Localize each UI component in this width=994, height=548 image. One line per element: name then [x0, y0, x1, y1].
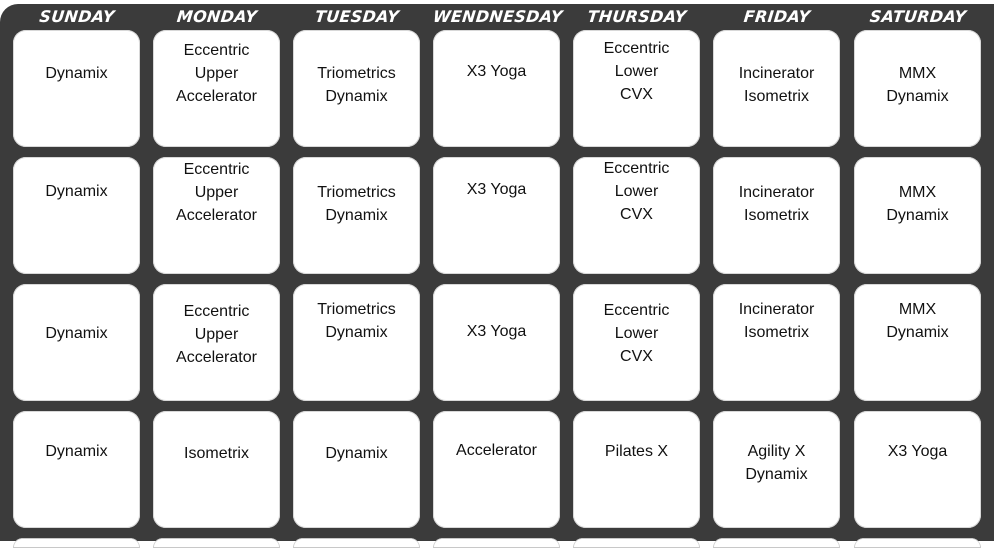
next-row-cell-edge: [713, 538, 840, 548]
workout-cell: Dynamix: [13, 284, 140, 401]
workout-cell: Triometrics Dynamix: [293, 284, 420, 401]
workout-name: Eccentric Upper Accelerator: [176, 303, 257, 366]
workout-name: Dynamix: [45, 443, 108, 460]
workout-name: Incinerator Isometrix: [738, 184, 815, 224]
workout-cell: Isometrix: [153, 411, 280, 528]
workout-name: X3 Yoga: [887, 443, 948, 460]
workout-cell: Incinerator Isometrix: [713, 284, 840, 401]
workout-name: MMX Dynamix: [886, 301, 949, 341]
workout-cell: MMX Dynamix: [854, 30, 981, 147]
workout-cell: Incinerator Isometrix: [713, 157, 840, 274]
workout-cell: Dynamix: [293, 411, 420, 528]
workout-cell: Eccentric Lower CVX: [573, 284, 700, 401]
next-row-cell-edge: [573, 538, 700, 548]
workout-cell: X3 Yoga: [433, 284, 560, 401]
next-row-cell-edge: [13, 538, 140, 548]
workout-name: Incinerator Isometrix: [738, 65, 815, 105]
next-row-cell-edge: [293, 538, 420, 548]
workout-cell: Accelerator: [433, 411, 560, 528]
workout-name: Eccentric Upper Accelerator: [176, 42, 257, 105]
workout-cell: MMX Dynamix: [854, 284, 981, 401]
workout-name: Triometrics Dynamix: [317, 184, 396, 224]
workout-name: Dynamix: [325, 445, 388, 462]
workout-name: MMX Dynamix: [886, 65, 949, 105]
workout-name: Incinerator Isometrix: [738, 301, 815, 341]
workout-name: X3 Yoga: [466, 63, 527, 80]
workout-cell: Dynamix: [13, 30, 140, 147]
workout-cell: Triometrics Dynamix: [293, 30, 420, 147]
workout-cell: Dynamix: [13, 157, 140, 274]
day-header-3: TUESDAY: [314, 7, 400, 26]
day-header-2: MONDAY: [175, 7, 259, 26]
day-header-5: THURSDAY: [586, 7, 688, 26]
workout-name: Dynamix: [45, 325, 108, 342]
workout-name: Dynamix: [45, 65, 108, 82]
workout-name: Eccentric Lower CVX: [603, 40, 670, 103]
workout-name: Triometrics Dynamix: [317, 65, 396, 105]
workout-cell: Eccentric Upper Accelerator: [153, 284, 280, 401]
workout-cell: Eccentric Upper Accelerator: [153, 30, 280, 147]
workout-name: Triometrics Dynamix: [317, 301, 396, 341]
workout-cell: X3 Yoga: [433, 157, 560, 274]
workout-cell: X3 Yoga: [433, 30, 560, 147]
workout-name: Eccentric Lower CVX: [603, 302, 670, 365]
next-row-cell-edge: [433, 538, 560, 548]
day-header-1: SUNDAY: [38, 7, 116, 26]
next-row-cell-edge: [153, 538, 280, 548]
workout-name: Agility X Dynamix: [745, 443, 808, 483]
workout-cell: Pilates X: [573, 411, 700, 528]
workout-name: Dynamix: [45, 183, 108, 200]
workout-name: Eccentric Upper Accelerator: [176, 161, 257, 224]
workout-name: Pilates X: [604, 443, 669, 460]
workout-name: X3 Yoga: [466, 181, 527, 198]
workout-cell: Agility X Dynamix: [713, 411, 840, 528]
workout-cell: Eccentric Lower CVX: [573, 157, 700, 274]
workout-name: Isometrix: [184, 445, 249, 462]
day-header-4: WENDNESDAY: [432, 7, 564, 26]
workout-cell: Dynamix: [13, 411, 140, 528]
workout-name: X3 Yoga: [466, 323, 527, 340]
workout-cell: Triometrics Dynamix: [293, 157, 420, 274]
day-header-6: FRIDAY: [742, 7, 812, 26]
workout-name: MMX Dynamix: [886, 184, 949, 224]
workout-name: Accelerator: [456, 442, 537, 459]
workout-cell: Eccentric Lower CVX: [573, 30, 700, 147]
workout-cell: Incinerator Isometrix: [713, 30, 840, 147]
workout-cell: Eccentric Upper Accelerator: [153, 157, 280, 274]
workout-cell: X3 Yoga: [854, 411, 981, 528]
workout-name: Eccentric Lower CVX: [603, 160, 670, 223]
workout-cell: MMX Dynamix: [854, 157, 981, 274]
day-header-7: SATURDAY: [868, 7, 968, 26]
next-row-cell-edge: [854, 538, 981, 548]
